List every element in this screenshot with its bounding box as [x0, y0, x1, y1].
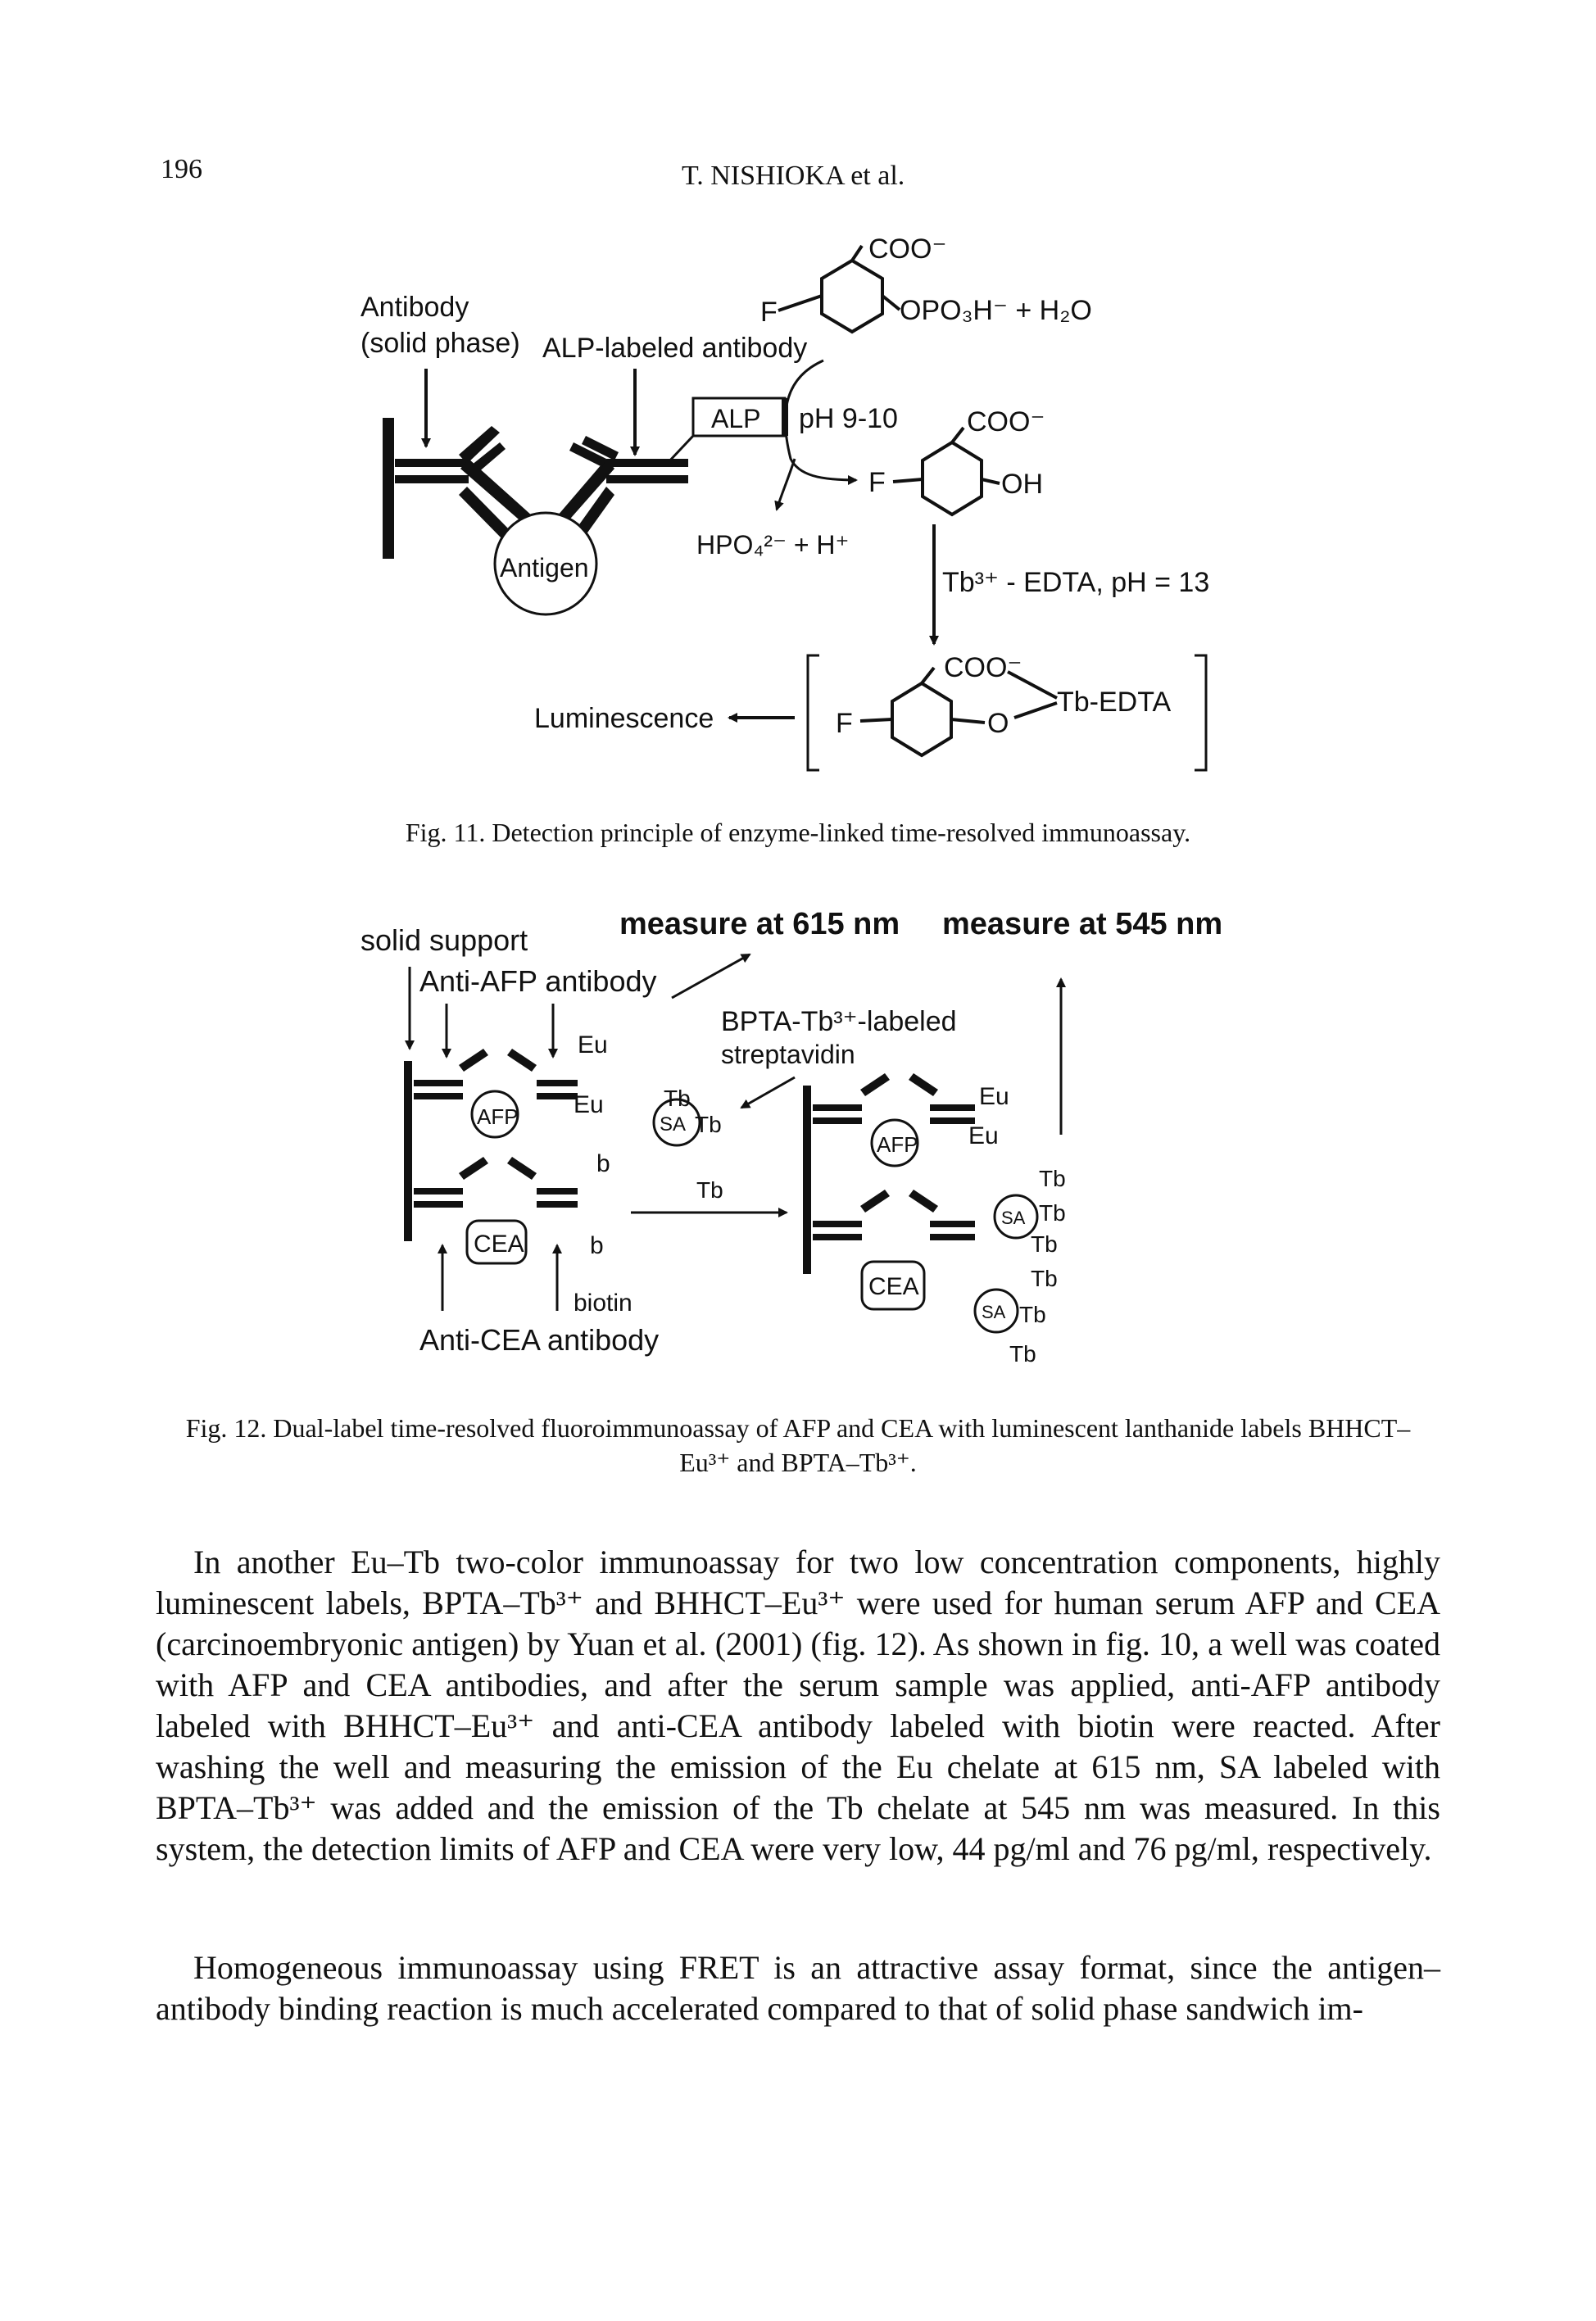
- fig12-sa-right-2: SA: [982, 1302, 1006, 1322]
- fig11-sandwich: [383, 418, 688, 559]
- fig11-oh-label: OH: [1001, 469, 1043, 500]
- figure-12-caption-line1: Fig. 12. Dual-label time-resolved fluoro…: [185, 1413, 1411, 1443]
- fig12-tb-free-3: Tb: [696, 1177, 723, 1203]
- fig11-solid-phase-label: (solid phase): [360, 328, 520, 359]
- fig11-f-top: F: [760, 297, 778, 328]
- figure-11-caption: Fig. 11. Detection principle of enzyme-l…: [405, 818, 1191, 847]
- fig12-cea-left: CEA: [474, 1231, 524, 1258]
- body-paragraph-2: Homogeneous immunoassay using FRET is an…: [156, 1949, 1440, 2027]
- fig12-tb-free-1: Tb: [664, 1086, 691, 1111]
- fig12-tb-r3: Tb: [1031, 1231, 1058, 1257]
- fig12-tb-r1: Tb: [1039, 1166, 1066, 1191]
- fig11-benzene-bot: [859, 666, 1058, 758]
- fig11-coo-bot: COO⁻: [944, 652, 1022, 683]
- figure-12-caption-line2: Eu³⁺ and BPTA–Tb³⁺.: [679, 1448, 917, 1477]
- fig11-ph-label: pH 9-10: [799, 403, 898, 434]
- figure-12-caption: Fig. 12. Dual-label time-resolved fluoro…: [156, 1411, 1440, 1480]
- body-paragraph-1: In another Eu–Tb two-color immunoassay f…: [156, 1544, 1440, 1867]
- fig11-opo3h-label: OPO₃H⁻ + H₂O: [900, 295, 1092, 326]
- fig11-antibody-label: Antibody: [360, 292, 469, 323]
- fig12-bpta-tb: BPTA-Tb³⁺-labeled: [721, 1006, 957, 1037]
- fig11-luminescence: Luminescence: [534, 703, 714, 734]
- fig12-eu-right-2: Eu: [968, 1122, 999, 1149]
- fig11-f-bot: F: [836, 708, 853, 739]
- fig11-alp-box: ALP: [711, 404, 760, 433]
- fig12-sa-right-1: SA: [1001, 1208, 1026, 1228]
- fig12-tb-r2: Tb: [1039, 1200, 1066, 1226]
- fig11-coo-top: COO⁻: [868, 233, 946, 265]
- fig12-afp-right: AFP: [877, 1132, 918, 1157]
- fig12-eu-left-1: Eu: [578, 1031, 608, 1059]
- fig12-solid-support: solid support: [360, 923, 528, 957]
- fig12-cea-right: CEA: [868, 1273, 919, 1300]
- fig12-eu-right-1: Eu: [979, 1083, 1009, 1110]
- fig11-benzene-top: [778, 244, 901, 334]
- fig12-sa-free: SA: [660, 1113, 686, 1136]
- fig12-left-panel: [404, 1049, 578, 1241]
- running-head: T. NISHIOKA et al.: [682, 161, 905, 191]
- fig11-benzene-mid: [892, 426, 1000, 517]
- fig12-tb-free-2: Tb: [695, 1112, 722, 1137]
- fig11-antigen-label: Antigen: [500, 553, 589, 583]
- fig12-anti-cea: Anti-CEA antibody: [419, 1323, 659, 1357]
- fig12-tb-r6: Tb: [1009, 1341, 1036, 1367]
- fig12-b-left-2: b: [590, 1232, 604, 1259]
- figure-11: Antibody (solid phase) ALP-labeled antib…: [360, 233, 1209, 772]
- fig12-measure-545: measure at 545 nm: [942, 907, 1222, 941]
- fig12-biotin: biotin: [574, 1290, 633, 1317]
- fig11-o-bot: O: [987, 708, 1009, 739]
- fig12-afp-left: AFP: [477, 1104, 519, 1129]
- fig12-anti-afp: Anti-AFP antibody: [419, 964, 657, 998]
- fig11-alp-labeled-label: ALP-labeled antibody: [542, 333, 807, 364]
- fig12-right-panel: [803, 1073, 975, 1274]
- fig12-streptavidin: streptavidin: [721, 1040, 855, 1069]
- fig12-tb-r5: Tb: [1019, 1302, 1046, 1327]
- fig11-tb-edta-cond: Tb³⁺ - EDTA, pH = 13: [942, 567, 1209, 598]
- fig12-b-left-1: b: [596, 1150, 610, 1177]
- page-number: 196: [161, 154, 202, 184]
- fig11-hpo4-label: HPO₄²⁻ + H⁺: [696, 530, 849, 560]
- fig12-tb-r4: Tb: [1031, 1266, 1058, 1291]
- fig11-tb-edta: Tb-EDTA: [1057, 687, 1171, 718]
- fig12-eu-left-2: Eu: [574, 1091, 604, 1118]
- fig12-measure-615: measure at 615 nm: [619, 907, 900, 941]
- fig11-coo-mid: COO⁻: [967, 406, 1045, 437]
- figure-12: solid support measure at 615 nm measure …: [360, 907, 1222, 1367]
- fig11-f-mid: F: [868, 467, 886, 498]
